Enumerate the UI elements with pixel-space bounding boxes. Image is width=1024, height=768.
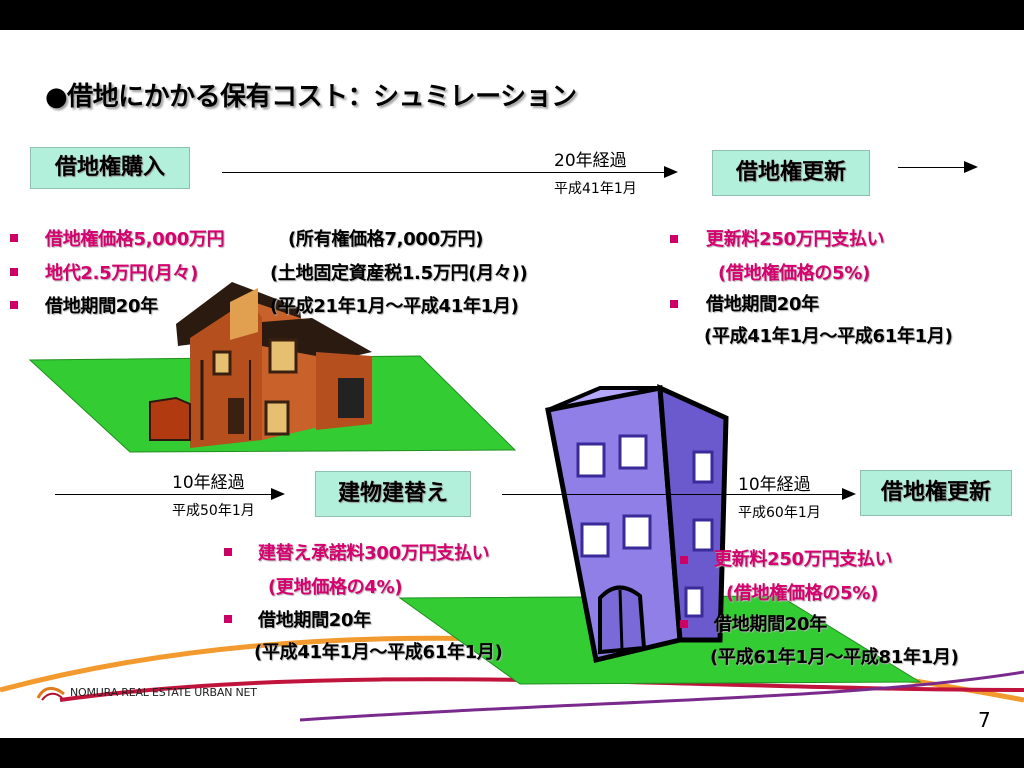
renewal-fee-2: 更新料250万円支払い — [714, 549, 893, 570]
timeline-arrow-continue-line — [898, 167, 964, 168]
arrow-right-icon — [664, 166, 678, 178]
ownership-price: (所有権価格7,000万円) — [288, 229, 484, 250]
arrow-2-date: 平成50年1月 — [172, 503, 255, 519]
timeline-arrow-3-line — [502, 494, 842, 495]
bullet-icon — [680, 556, 688, 564]
bullet-icon — [10, 268, 18, 276]
company-logo-icon — [36, 687, 65, 701]
bullet-icon — [670, 300, 678, 308]
bullet-icon — [224, 548, 232, 556]
land-tax: (土地固定資産税1.5万円(月々)) — [270, 263, 528, 284]
rebuild-term: 借地期間20年 — [258, 610, 371, 631]
company-name: NOMURA REAL ESTATE URBAN NET — [70, 686, 257, 699]
arrow-right-icon — [271, 488, 285, 500]
lease-term: 借地期間20年 — [45, 296, 158, 317]
bullet-icon — [10, 301, 18, 309]
page-number: 7 — [978, 708, 991, 732]
renewal-1-period: (平成41年1月～平成61年1月) — [704, 326, 953, 347]
timeline-arrow-2-line — [55, 494, 271, 495]
page-title: ●借地にかかる保有コスト：シュミレーション — [45, 82, 577, 112]
renewal-2-term: 借地期間20年 — [714, 614, 827, 635]
bullet-icon — [224, 615, 232, 623]
building-illustration — [545, 383, 729, 664]
rebuild-consent-note: (更地価格の4%) — [268, 577, 403, 598]
arrow-right-icon — [964, 161, 978, 173]
arrow-1-elapsed: 20年経過 — [554, 151, 627, 171]
box-lease-renewal-1: 借地権更新 — [712, 150, 870, 196]
timeline-arrow-1-line — [222, 172, 664, 173]
arrow-1-date: 平成41年1月 — [554, 181, 637, 197]
house-illustration — [149, 282, 372, 448]
ground-rent: 地代2.5万円(月々) — [45, 263, 199, 284]
arrow-3-elapsed: 10年経過 — [738, 475, 811, 495]
footer-swoosh-purple — [299, 670, 1024, 722]
renewal-fee-1: 更新料250万円支払い — [706, 229, 885, 250]
bullet-icon — [680, 620, 688, 628]
arrow-right-icon — [842, 488, 856, 500]
renewal-fee-1-note: (借地権価格の5%) — [718, 263, 871, 284]
box-lease-renewal-2: 借地権更新 — [860, 470, 1012, 516]
rebuild-period: (平成41年1月～平成61年1月) — [254, 642, 503, 663]
bottom-bar — [0, 738, 1024, 768]
lease-period: (平成21年1月～平成41年1月) — [270, 296, 519, 317]
bullet-icon — [10, 234, 18, 242]
renewal-fee-2-note: (借地権価格の5%) — [726, 583, 879, 604]
renewal-1-term: 借地期間20年 — [706, 294, 819, 315]
bullet-icon — [670, 235, 678, 243]
arrow-2-elapsed: 10年経過 — [172, 473, 245, 493]
lease-price: 借地権価格5,000万円 — [45, 229, 225, 250]
rebuild-consent-fee: 建替え承諾料300万円支払い — [258, 543, 490, 564]
box-lease-purchase: 借地権購入 — [30, 147, 190, 189]
box-building-rebuild: 建物建替え — [315, 471, 471, 517]
arrow-3-date: 平成60年1月 — [738, 505, 821, 521]
top-bar — [0, 0, 1024, 30]
renewal-2-period: (平成61年1月～平成81年1月) — [710, 647, 959, 668]
